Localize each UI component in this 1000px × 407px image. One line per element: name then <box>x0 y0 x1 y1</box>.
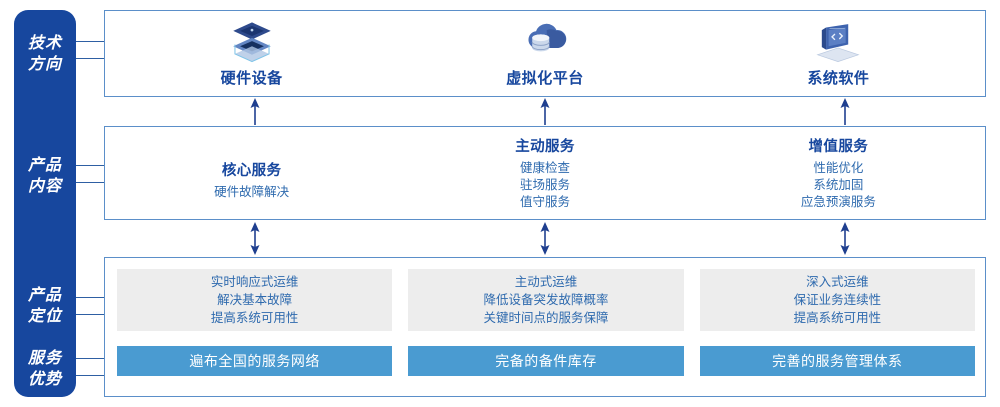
tech-title-hardware: 硬件设备 <box>220 70 283 87</box>
connector-advantage-top <box>76 358 104 359</box>
tech-title-virtualization: 虚拟化平台 <box>506 70 584 87</box>
server-stack-icon <box>232 22 271 63</box>
content-column-value-added-service[interactable]: 增值服务 性能优化 系统加固 应急预演服务 <box>692 127 985 219</box>
content-column-core-service[interactable]: 核心服务 硬件故障解决 <box>105 127 398 219</box>
arrow-up-virtualization <box>540 98 550 125</box>
rail-label-product-content: 产品 内容 <box>27 157 62 195</box>
positioning-line: 保证业务连续性 <box>793 293 882 307</box>
advantage-bar-service-network[interactable]: 遍布全国的服务网络 <box>117 346 393 376</box>
positioning-card-realtime[interactable]: 实时响应式运维 解决基本故障 提高系统可用性 <box>117 269 393 331</box>
content-item: 值守服务 <box>519 195 570 209</box>
positioning-line: 主动式运维 <box>514 275 578 289</box>
connector-content-top <box>76 165 104 166</box>
positioning-line: 深入式运维 <box>806 275 869 289</box>
rail-label-service-advantage: 服务 优势 <box>27 350 62 388</box>
advantage-bar-row: 遍布全国的服务网络 完备的备件库存 完善的服务管理体系 <box>117 346 975 376</box>
tech-column-system-software[interactable]: 系统软件 <box>692 11 985 96</box>
connector-position-bottom <box>76 314 104 315</box>
connector-position-top <box>76 297 104 298</box>
content-item: 性能优化 <box>813 161 864 175</box>
rail-label-tech-direction: 技术 方向 <box>27 35 62 73</box>
content-item: 硬件故障解决 <box>214 185 290 199</box>
arrow-bidirectional-right <box>840 222 850 255</box>
arrow-bidirectional-middle <box>540 222 550 255</box>
positioning-line: 解决基本故障 <box>217 293 293 307</box>
content-title-core-service: 核心服务 <box>221 163 282 179</box>
positioning-card-proactive[interactable]: 主动式运维 降低设备突发故障概率 关键时间点的服务保障 <box>408 269 684 331</box>
positioning-line: 关键时间点的服务保障 <box>483 311 609 325</box>
positioning-line: 实时响应式运维 <box>210 275 299 289</box>
positioning-line: 提高系统可用性 <box>210 311 299 325</box>
connector-tech-top <box>76 41 104 42</box>
advantage-bar-management-system[interactable]: 完善的服务管理体系 <box>699 346 975 376</box>
content-item: 健康检查 <box>519 161 570 175</box>
tech-column-hardware[interactable]: 硬件设备 <box>105 11 398 96</box>
advantage-bar-spare-parts[interactable]: 完备的备件库存 <box>408 346 684 376</box>
cloud-database-icon <box>528 23 567 52</box>
arrow-up-system-software <box>840 98 850 125</box>
connector-advantage-bottom <box>76 375 104 376</box>
content-column-proactive-service[interactable]: 主动服务 健康检查 驻场服务 值守服务 <box>398 127 691 219</box>
content-item: 应急预演服务 <box>800 195 876 209</box>
category-rail: 技术 方向 产品 内容 产品 定位 服务 优势 <box>14 10 76 397</box>
connector-content-bottom <box>76 182 104 183</box>
tech-direction-panel: 硬件设备 虚拟化平台 <box>104 10 986 97</box>
tech-title-system-software: 系统软件 <box>807 70 870 87</box>
rail-label-product-position: 产品 定位 <box>27 287 62 325</box>
content-title-proactive-service: 主动服务 <box>515 139 575 155</box>
content-title-value-added-service: 增值服务 <box>808 139 869 155</box>
tech-column-virtualization[interactable]: 虚拟化平台 <box>398 11 691 96</box>
content-item: 驻场服务 <box>519 178 570 192</box>
positioning-card-indepth[interactable]: 深入式运维 保证业务连续性 提高系统可用性 <box>699 269 975 331</box>
positioning-line: 提高系统可用性 <box>793 311 882 325</box>
positioning-card-row: 实时响应式运维 解决基本故障 提高系统可用性 主动式运维 降低设备突发故障概率 … <box>117 269 975 331</box>
positioning-line: 降低设备突发故障概率 <box>483 293 609 307</box>
laptop-code-icon <box>816 24 860 62</box>
positioning-advantage-panel: 实时响应式运维 解决基本故障 提高系统可用性 主动式运维 降低设备突发故障概率 … <box>104 257 986 397</box>
connector-tech-bottom <box>76 58 104 59</box>
content-item: 系统加固 <box>813 178 864 192</box>
product-content-panel: 核心服务 硬件故障解决 主动服务 健康检查 驻场服务 值守服务 增值服务 性能优… <box>104 126 986 220</box>
arrow-bidirectional-left <box>250 222 260 255</box>
arrow-up-hardware <box>250 98 260 125</box>
